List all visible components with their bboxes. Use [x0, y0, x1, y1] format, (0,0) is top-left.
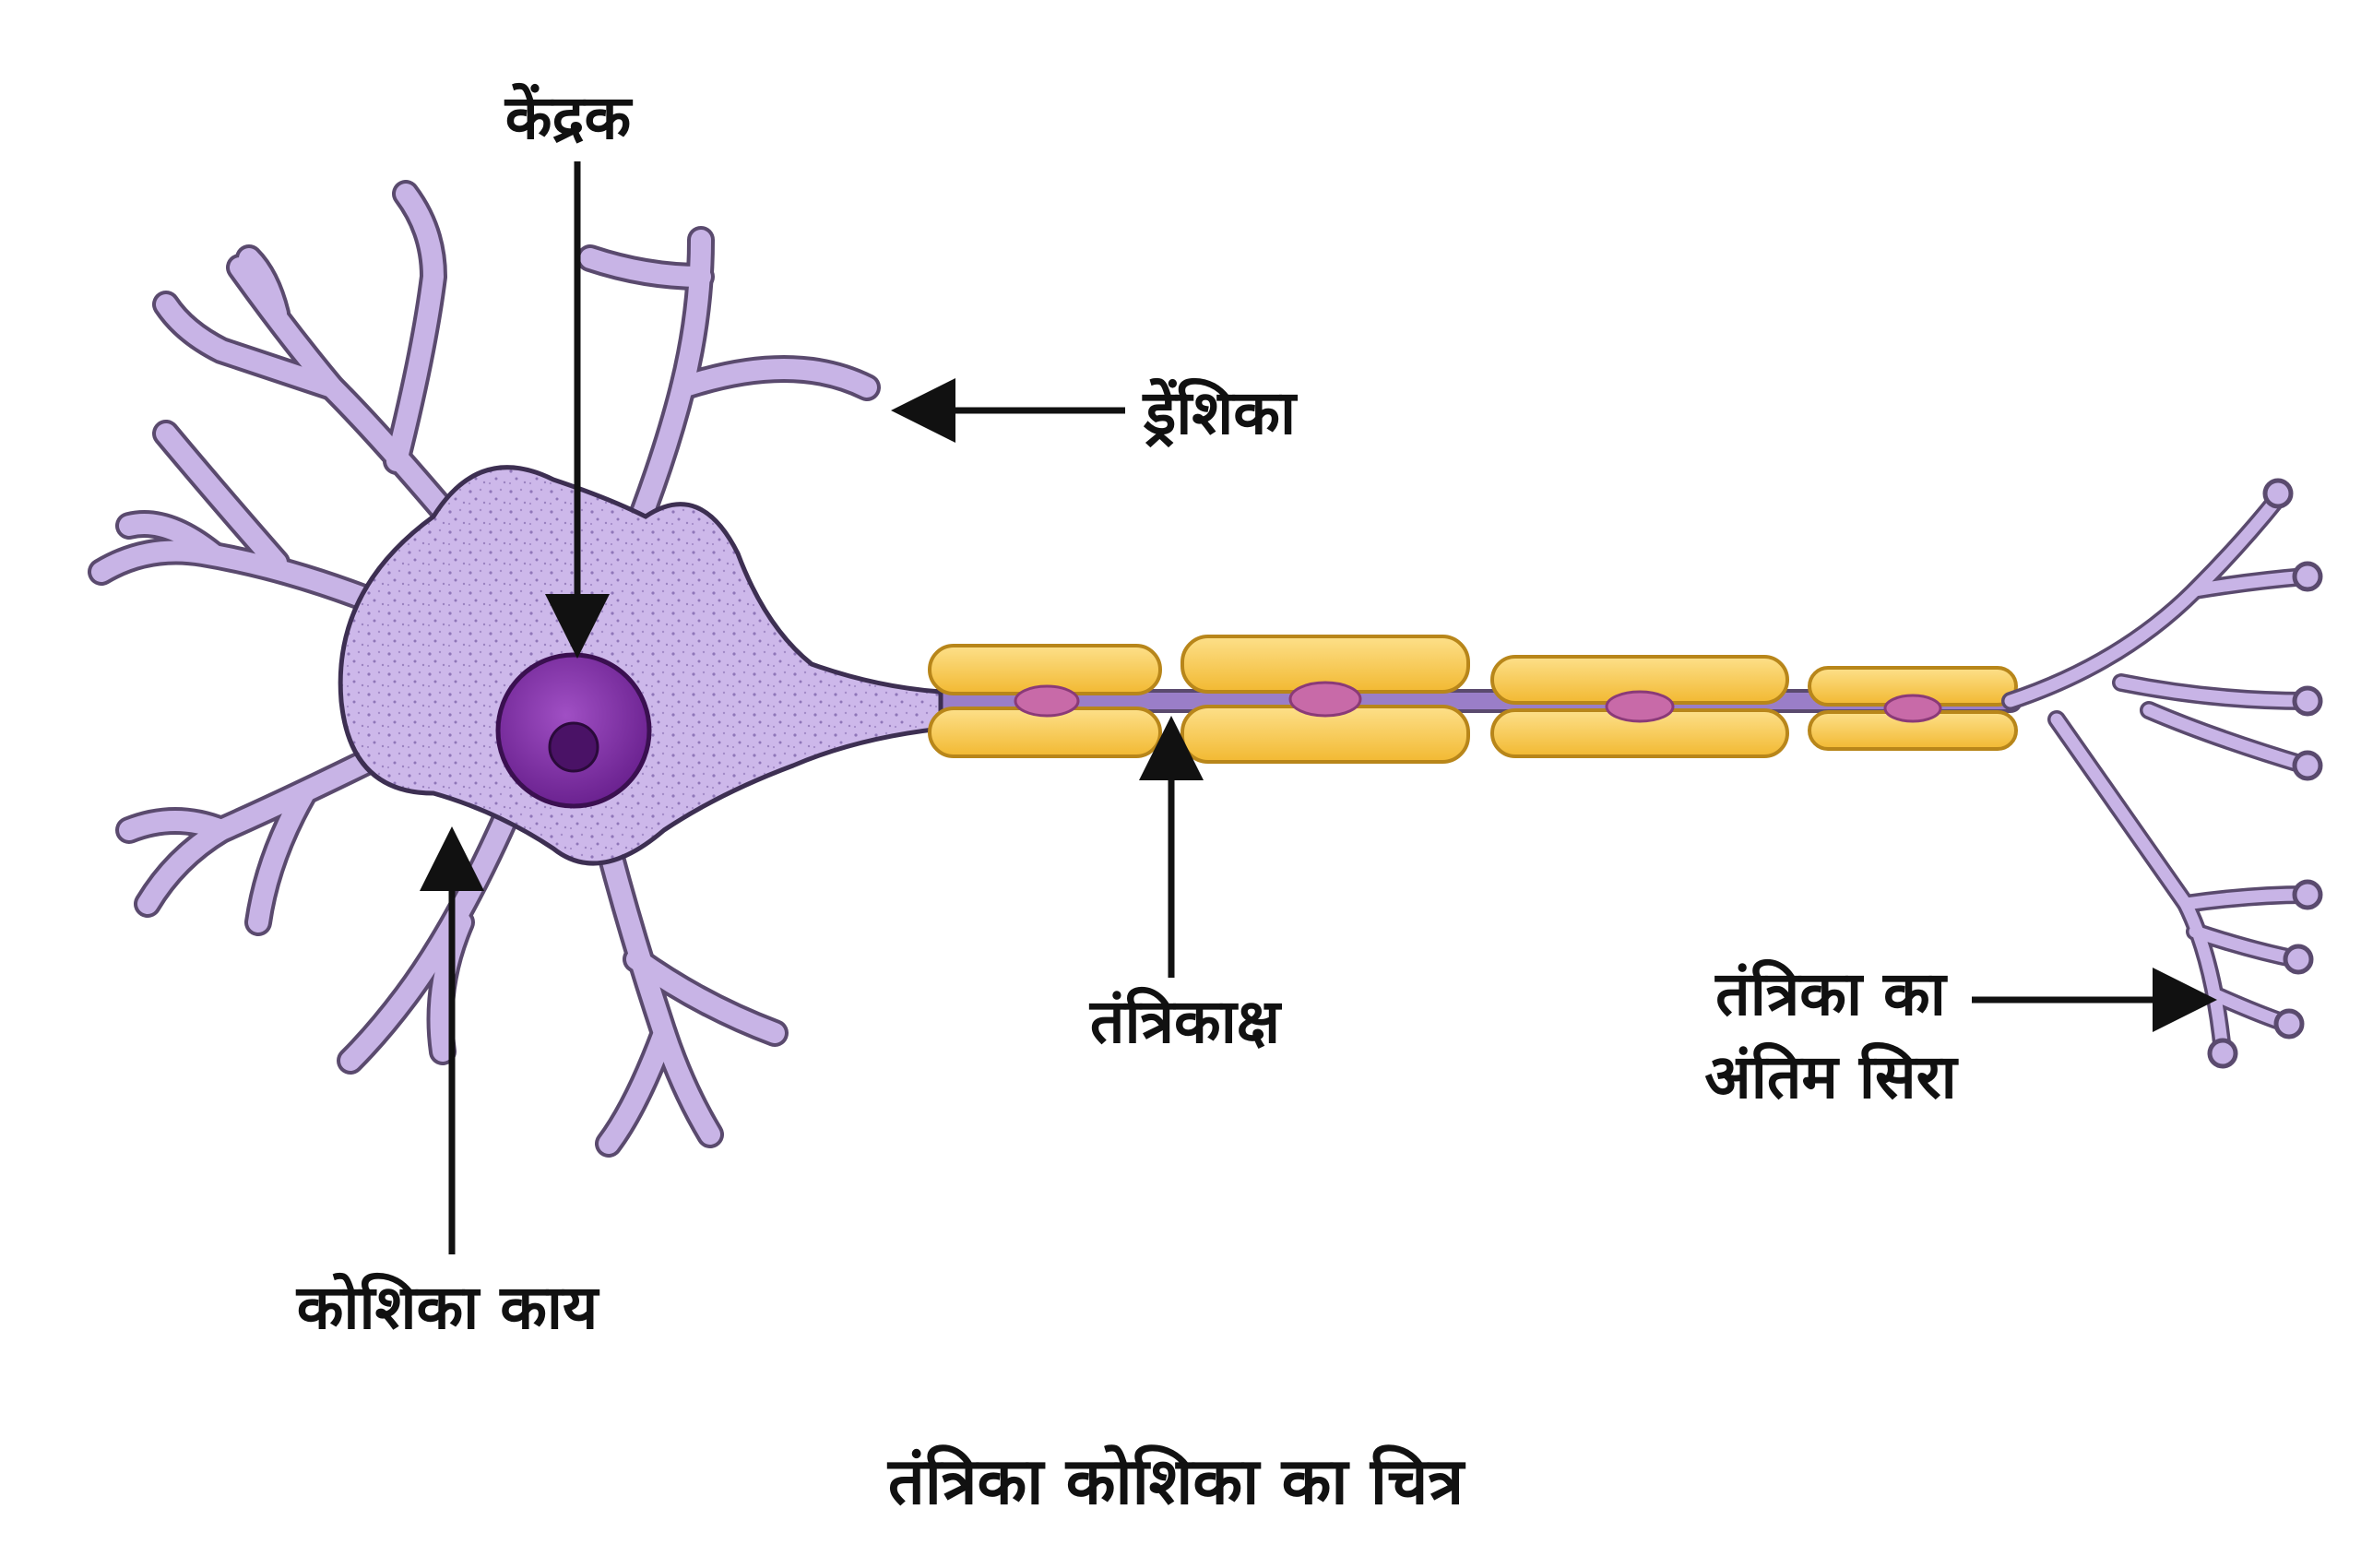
dendrite-label: ड्रेंशिका — [1142, 377, 1299, 448]
nerve-ending-label-line2: अंतिम सिरा — [1704, 1041, 1959, 1112]
pointer-arrows — [420, 161, 2217, 1254]
cell-body — [338, 465, 943, 866]
axon-label: तंत्रिकाक्ष — [1088, 986, 1283, 1057]
dendrites — [88, 180, 881, 1158]
nerve-ending-label-line1: तंत्रिका का — [1714, 958, 1949, 1029]
myelin-sheaths — [928, 635, 2018, 764]
axon-terminals — [2001, 478, 2323, 1069]
nucleus-label: केंद्रक — [504, 82, 634, 153]
nucleus — [495, 652, 652, 809]
cell-body-label: कोशिका काय — [295, 1272, 600, 1343]
diagram-caption: तंत्रिका कोशिका का चित्र — [886, 1443, 1466, 1519]
schwann-nuclei — [1014, 681, 1942, 723]
